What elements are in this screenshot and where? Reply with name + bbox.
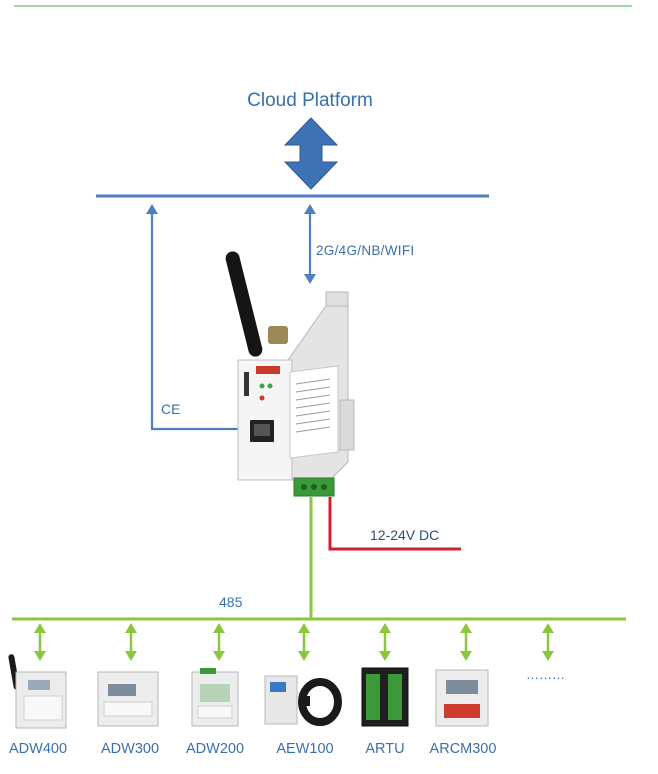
device-link-arrow-4 (379, 623, 391, 661)
device-link-arrow-5 (460, 623, 472, 661)
cloud-platform-label: Cloud Platform (247, 90, 373, 111)
cloud-double-arrow-icon (283, 117, 339, 190)
device-label-adw300: ADW300 (100, 741, 160, 757)
device-link-arrow-6 (542, 623, 554, 661)
device-label-adw400: ADW400 (8, 741, 68, 757)
device-artu-icon (361, 667, 409, 727)
connectivity-label: 2G/4G/NB/WIFI (316, 243, 415, 258)
device-link-arrow-0 (34, 623, 46, 661)
rs485-bus-label: 485 (219, 594, 243, 610)
device-label-aew100: AEW100 (276, 741, 334, 757)
device-label-artu: ARTU (365, 741, 405, 757)
device-link-arrow-3 (298, 623, 310, 661)
more-devices-ellipsis: ……… (526, 667, 565, 682)
device-aew100-icon (264, 675, 342, 726)
device-adw300-icon (97, 671, 159, 727)
device-link-arrow-2 (213, 623, 225, 661)
ethernet-label: CE (161, 401, 181, 417)
gateway-device (225, 251, 355, 497)
wireless-link-arrow (304, 204, 316, 284)
device-adw200-icon (191, 668, 239, 727)
device-link-arrows (34, 623, 554, 661)
device-adw400-icon (8, 654, 67, 729)
device-label-adw200: ADW200 (185, 741, 245, 757)
device-link-arrow-1 (125, 623, 137, 661)
device-arcm300-icon (435, 669, 489, 727)
power-label: 12-24V DC (370, 527, 440, 543)
power-line (328, 497, 461, 551)
device-label-arcm300: ARCM300 (429, 741, 497, 757)
